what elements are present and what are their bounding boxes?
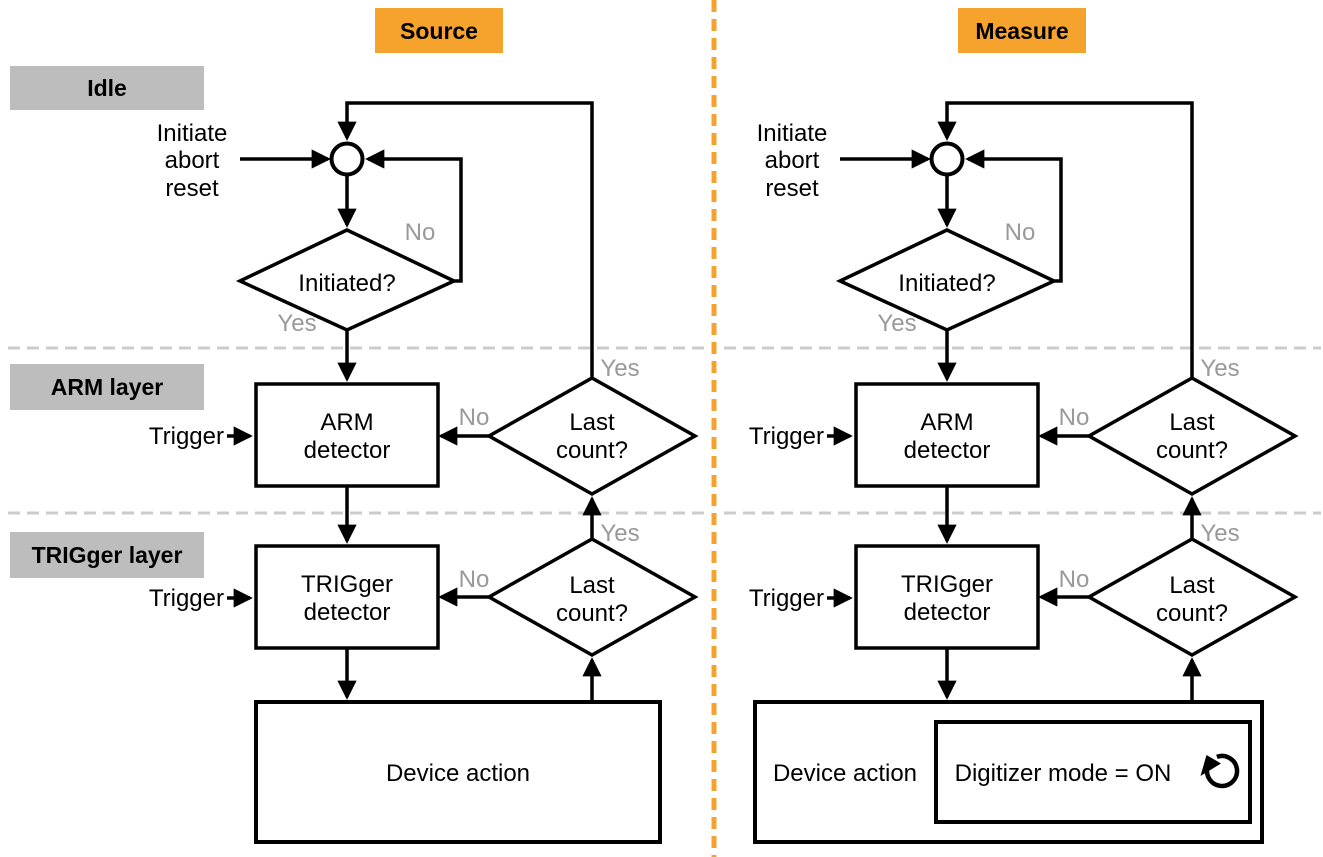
measure-trig-last-count-line1: Last [1169, 572, 1215, 599]
source-header-badge [375, 8, 503, 53]
arm-layer-label-box [10, 364, 204, 410]
source-arm-trigger-label: Trigger [149, 423, 224, 450]
measure-trig-lastcount-no-label: No [1059, 566, 1090, 593]
measure-junction-circle [929, 141, 965, 177]
source-trig-lastcount-yes-label: Yes [600, 520, 639, 547]
measure-arm-detector-box [854, 382, 1040, 488]
source-initiated-no-label: No [405, 219, 436, 246]
source-top-loop-connector [337, 101, 594, 378]
source-arm-lastcount-no-label: No [459, 404, 490, 431]
trigger-layer-label-box [10, 532, 204, 578]
measure-top-loop-connector [937, 101, 1194, 378]
source-trig-last-count-diamond [485, 536, 699, 658]
source-trig-detector-line1: TRIGger [301, 571, 393, 598]
measure-trig-lastcount-yes-label: Yes [1200, 520, 1239, 547]
idle-layer-label-box [10, 66, 204, 110]
source-arm-detector-line1: ARM [320, 409, 373, 436]
measure-arm-last-count-line2: count? [1156, 437, 1228, 464]
digitizer-mode-label: Digitizer mode = ON [955, 760, 1172, 787]
source-header-label: Source [400, 18, 478, 44]
measure-header-badge [958, 8, 1086, 53]
source-device-action-box [254, 700, 662, 844]
source-initiated-yes-label: Yes [277, 310, 316, 337]
measure-header-label: Measure [975, 18, 1068, 44]
idle-layer-label: Idle [87, 75, 127, 101]
measure-initiated-question: Initiated? [898, 270, 995, 297]
source-column: Source Initiate abort reset No Initiated… [149, 8, 699, 844]
source-trig-lastcount-no-label: No [459, 566, 490, 593]
source-arm-detector-box [254, 382, 440, 488]
source-arm-lastcount-yes-label: Yes [600, 355, 639, 382]
source-arm-detector-line2: detector [304, 437, 391, 464]
measure-arm-last-count-diamond [1085, 375, 1299, 497]
measure-arm-lastcount-yes-label: Yes [1200, 355, 1239, 382]
source-arm-last-count-line1: Last [569, 409, 615, 436]
measure-arm-last-count-line1: Last [1169, 409, 1215, 436]
measure-arm-trigger-label: Trigger [749, 423, 824, 450]
measure-trig-detector-box [854, 544, 1040, 650]
source-trig-detector-line2: detector [304, 599, 391, 626]
loop-repeat-icon [1200, 753, 1240, 789]
digitizer-mode-box [934, 720, 1252, 824]
measure-trig-detector-line1: TRIGger [901, 571, 993, 598]
source-trig-trigger-label: Trigger [149, 585, 224, 612]
measure-arm-detector-line1: ARM [920, 409, 973, 436]
source-initiated-question: Initiated? [298, 270, 395, 297]
measure-trig-last-count-line2: count? [1156, 600, 1228, 627]
source-arm-last-count-diamond [485, 375, 699, 497]
measure-column: Measure Initiate abort reset No Initiate… [749, 8, 1299, 844]
measure-trig-last-count-diamond [1085, 536, 1299, 658]
arm-layer-label: ARM layer [51, 374, 164, 400]
measure-initiated-no-label: No [1005, 219, 1036, 246]
measure-initiate-label-line1: Initiate [757, 120, 828, 147]
source-initiate-label-line2: abort [165, 147, 220, 174]
measure-initiated-yes-label: Yes [877, 310, 916, 337]
measure-initiate-label-line2: abort [765, 147, 820, 174]
source-trig-last-count-line2: count? [556, 600, 628, 627]
trigger-layer-label: TRIGger layer [32, 542, 183, 568]
measure-device-action-label: Device action [773, 760, 917, 787]
source-initiate-label-line3: reset [165, 175, 219, 202]
measure-initiate-label-line3: reset [765, 175, 819, 202]
measure-arm-detector-line2: detector [904, 437, 991, 464]
source-arm-last-count-line2: count? [556, 437, 628, 464]
source-device-action-label: Device action [386, 760, 530, 787]
measure-trig-detector-line2: detector [904, 599, 991, 626]
measure-arm-lastcount-no-label: No [1059, 404, 1090, 431]
source-junction-circle [329, 141, 365, 177]
measure-trig-trigger-label: Trigger [749, 585, 824, 612]
source-initiate-label-line1: Initiate [157, 120, 228, 147]
source-trig-last-count-line1: Last [569, 572, 615, 599]
